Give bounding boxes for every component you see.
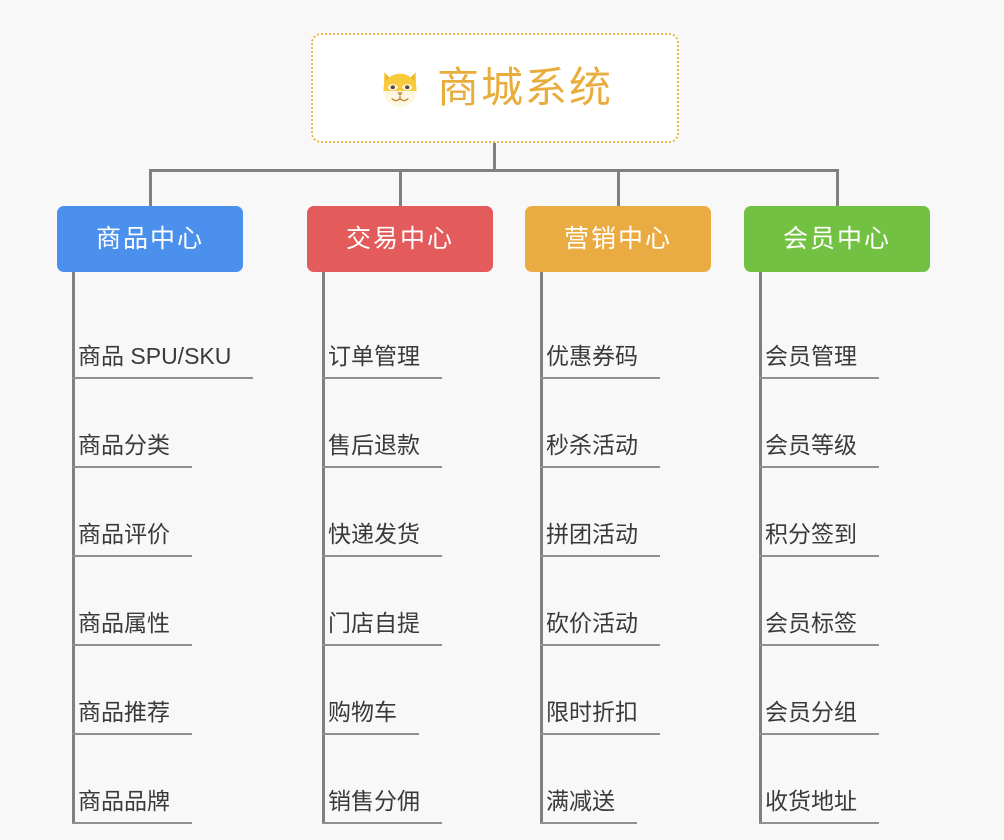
leaf-item[interactable]: 订单管理 <box>322 290 493 379</box>
leaf-label: 销售分佣 <box>322 790 442 824</box>
leaf-label: 商品属性 <box>72 612 192 646</box>
leaf-item[interactable]: 门店自提 <box>322 557 493 646</box>
leaf-label: 限时折扣 <box>540 701 660 735</box>
branch-body-2: 订单管理 售后退款 快递发货 门店自提 购物车 销售分佣 <box>322 272 493 824</box>
branch-column-2: 交易中心 订单管理 售后退款 快递发货 门店自提 购物车 销售分佣 <box>307 206 493 824</box>
connector-drop-2 <box>399 169 402 207</box>
branch-header-4[interactable]: 会员中心 <box>744 206 930 272</box>
leaf-label: 售后退款 <box>322 434 442 468</box>
leaf-label: 门店自提 <box>322 612 442 646</box>
leaf-item[interactable]: 优惠券码 <box>540 290 711 379</box>
leaf-item[interactable]: 售后退款 <box>322 379 493 468</box>
leaf-label: 会员标签 <box>759 612 879 646</box>
leaf-label: 满减送 <box>540 790 637 824</box>
root-node[interactable]: 商城系统 <box>311 33 679 143</box>
leaf-label: 购物车 <box>322 701 419 735</box>
branch-trunk-3 <box>540 272 543 824</box>
leaf-item[interactable]: 会员等级 <box>759 379 930 468</box>
leaf-item[interactable]: 商品品牌 <box>72 735 253 824</box>
branch-column-3: 营销中心 优惠券码 秒杀活动 拼团活动 砍价活动 限时折扣 满减送 <box>525 206 711 824</box>
leaf-label: 商品品牌 <box>72 790 192 824</box>
connector-drop-1 <box>149 169 152 207</box>
branch-header-label: 营销中心 <box>563 224 672 253</box>
branch-body-3: 优惠券码 秒杀活动 拼团活动 砍价活动 限时折扣 满减送 <box>540 272 711 824</box>
connector-drop-4 <box>836 169 839 207</box>
branch-body-4: 会员管理 会员等级 积分签到 会员标签 会员分组 收货地址 <box>759 272 930 824</box>
leaf-label: 秒杀活动 <box>540 434 660 468</box>
leaf-item[interactable]: 限时折扣 <box>540 646 711 735</box>
leaf-label: 收货地址 <box>759 790 879 824</box>
branch-header-2[interactable]: 交易中心 <box>307 206 493 272</box>
leaf-label: 商品分类 <box>72 434 192 468</box>
branch-column-1: 商品中心 商品 SPU/SKU 商品分类 商品评价 商品属性 商品推荐 商品品牌 <box>57 206 254 824</box>
root-title: 商城系统 <box>436 64 613 111</box>
leaf-label: 快递发货 <box>322 523 442 557</box>
leaf-label: 优惠券码 <box>540 345 660 379</box>
connector-drop-3 <box>617 169 620 207</box>
branch-trunk-1 <box>72 272 75 824</box>
leaf-item[interactable]: 商品推荐 <box>72 646 253 735</box>
leaf-item[interactable]: 砍价活动 <box>540 557 711 646</box>
leaf-item[interactable]: 拼团活动 <box>540 468 711 557</box>
shiba-dog-face-icon <box>383 72 417 107</box>
branch-header-label: 交易中心 <box>345 224 454 253</box>
leaf-label: 砍价活动 <box>540 612 660 646</box>
branch-header-1[interactable]: 商品中心 <box>57 206 243 272</box>
leaf-label: 会员分组 <box>759 701 879 735</box>
leaf-item[interactable]: 销售分佣 <box>322 735 493 824</box>
branch-trunk-2 <box>322 272 325 824</box>
connector-root-stem <box>493 143 496 171</box>
leaf-item[interactable]: 快递发货 <box>322 468 493 557</box>
leaf-label: 会员等级 <box>759 434 879 468</box>
leaf-label: 积分签到 <box>759 523 879 557</box>
leaf-label: 商品 SPU/SKU <box>72 345 254 379</box>
leaf-item[interactable]: 积分签到 <box>759 468 930 557</box>
leaf-item[interactable]: 会员标签 <box>759 557 930 646</box>
leaf-item[interactable]: 购物车 <box>322 646 493 735</box>
leaf-label: 商品评价 <box>72 523 192 557</box>
leaf-item[interactable]: 收货地址 <box>759 735 930 824</box>
leaf-item[interactable]: 满减送 <box>540 735 711 824</box>
leaf-item[interactable]: 会员分组 <box>759 646 930 735</box>
branch-trunk-4 <box>759 272 762 824</box>
leaf-label: 订单管理 <box>322 345 442 379</box>
leaf-label: 会员管理 <box>759 345 879 379</box>
leaf-item[interactable]: 秒杀活动 <box>540 379 711 468</box>
leaf-item[interactable]: 商品 SPU/SKU <box>72 290 254 379</box>
leaf-label: 拼团活动 <box>540 523 660 557</box>
leaf-item[interactable]: 商品分类 <box>72 379 253 468</box>
branch-header-label: 商品中心 <box>95 224 204 253</box>
leaf-item[interactable]: 会员管理 <box>759 290 930 379</box>
branch-header-label: 会员中心 <box>782 224 891 253</box>
leaf-label: 商品推荐 <box>72 701 192 735</box>
leaf-item[interactable]: 商品评价 <box>72 468 253 557</box>
branch-header-3[interactable]: 营销中心 <box>525 206 711 272</box>
leaf-item[interactable]: 商品属性 <box>72 557 253 646</box>
connector-horizontal-bus <box>149 169 839 172</box>
branch-column-4: 会员中心 会员管理 会员等级 积分签到 会员标签 会员分组 收货地址 <box>744 206 930 824</box>
branch-body-1: 商品 SPU/SKU 商品分类 商品评价 商品属性 商品推荐 商品品牌 <box>72 272 254 824</box>
